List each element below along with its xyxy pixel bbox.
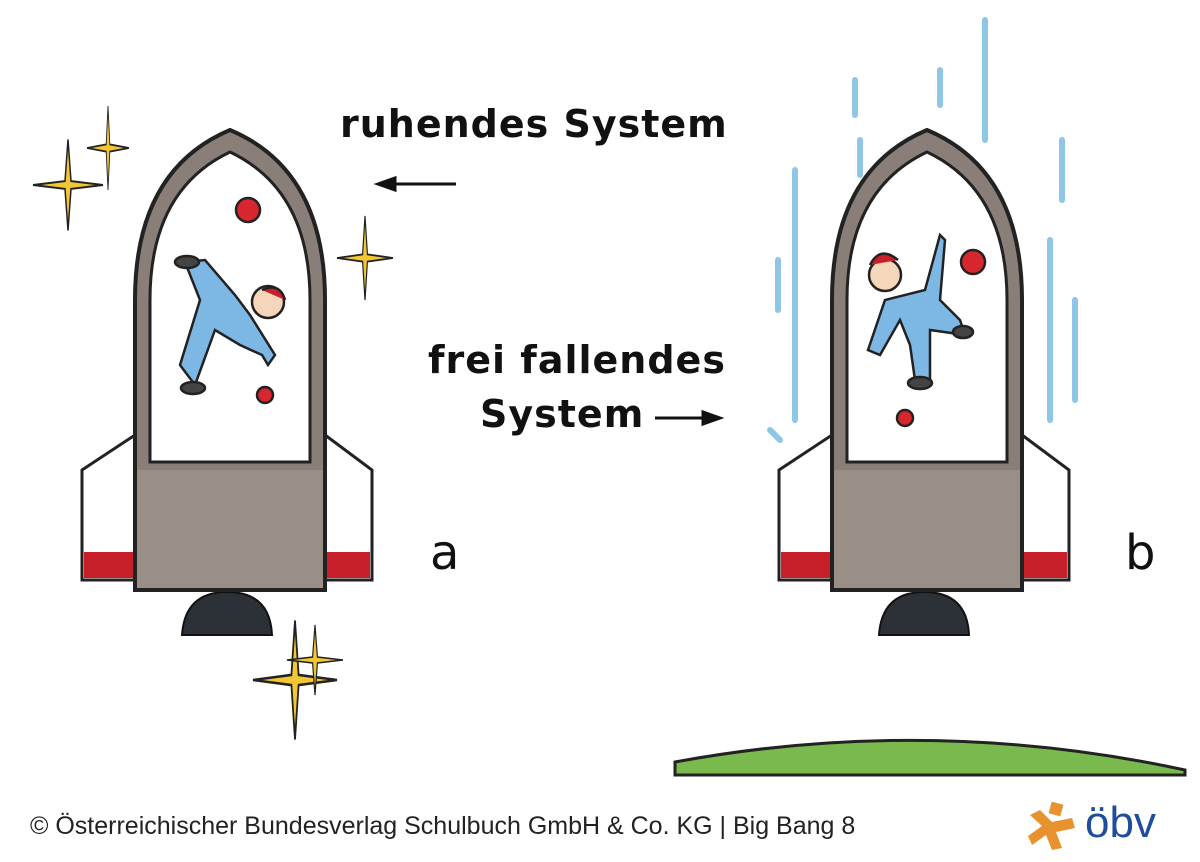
- rocket-a: [80, 128, 374, 637]
- copyright-footer: © Österreichischer Bundesverlag Schulbuc…: [30, 812, 856, 840]
- speed-lines: [767, 17, 1078, 443]
- earth-ground: [673, 738, 1187, 777]
- arrows: [373, 175, 725, 427]
- panel-label-b: b: [1125, 525, 1157, 581]
- label-rest-system: ruhendes System: [340, 102, 728, 146]
- publisher-logo-text: öbv: [1085, 798, 1156, 847]
- panel-label-a: a: [430, 525, 461, 581]
- label-free-fall-line1: frei fallendes: [428, 338, 726, 382]
- label-free-fall-line2: System: [480, 392, 645, 436]
- obv-logo-icon: [1028, 801, 1075, 850]
- astronaut-a: [173, 196, 287, 405]
- astronaut-b: [866, 232, 987, 428]
